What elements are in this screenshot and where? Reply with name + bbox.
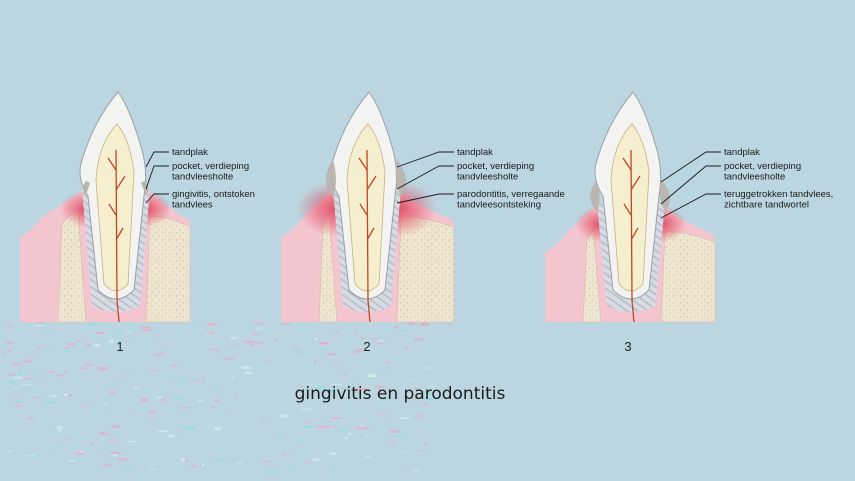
plaque [395,159,407,197]
dentin [95,123,135,292]
leader-line [396,151,454,168]
label-text: pocket, verdieping [172,161,249,172]
plaque [590,180,600,212]
label-text: tandvlees [172,200,213,211]
pulp-nerve [107,149,126,323]
plaque [326,159,336,197]
leader-line [145,193,169,204]
dentin [610,123,650,292]
label-text: zichtbare tandwortel [724,200,809,211]
plaque [83,181,149,195]
label-text: tandvleesholte [172,172,233,183]
label-text: tandplak [457,147,493,158]
dentin [346,123,386,292]
label-text: parodontitis, verregaande [457,189,565,200]
label-text: tandvleesontsteking [457,200,541,211]
noise-artifact [3,322,436,473]
stage-2: tandplak pocket, verdiepingtandvleesholte… [281,91,565,323]
label-text: teruggetrokken tandvlees, [724,189,833,200]
diagram-caption: gingivitis en parodontitis [295,384,506,404]
label-text: tandvleesholte [724,172,785,183]
stage-number-1: 1 [116,339,123,354]
pulp-nerve [622,149,641,323]
leader-line [396,193,454,204]
leader-line [145,151,169,168]
stage-1: tandplak pocket, verdiepingtandvleesholte… [20,91,255,323]
leader-line [660,165,721,205]
leader-line [660,193,721,219]
label-text: tandplak [172,147,208,158]
pulp-nerve [358,149,377,323]
leader-line [145,165,169,190]
label-text: pocket, verdieping [724,161,801,172]
label-text: tandplak [724,147,760,158]
label-text: pocket, verdieping [457,161,534,172]
label-text: gingivitis, ontstoken [172,189,255,200]
stage-number-3: 3 [624,339,631,354]
plaque [659,180,671,212]
leader-line [396,165,454,190]
stage-number-2: 2 [363,339,370,354]
label-text: tandvleesholte [457,172,518,183]
stage-3: tandplak pocket, verdiepingtandvleesholte… [545,91,833,323]
leader-line [660,151,721,183]
